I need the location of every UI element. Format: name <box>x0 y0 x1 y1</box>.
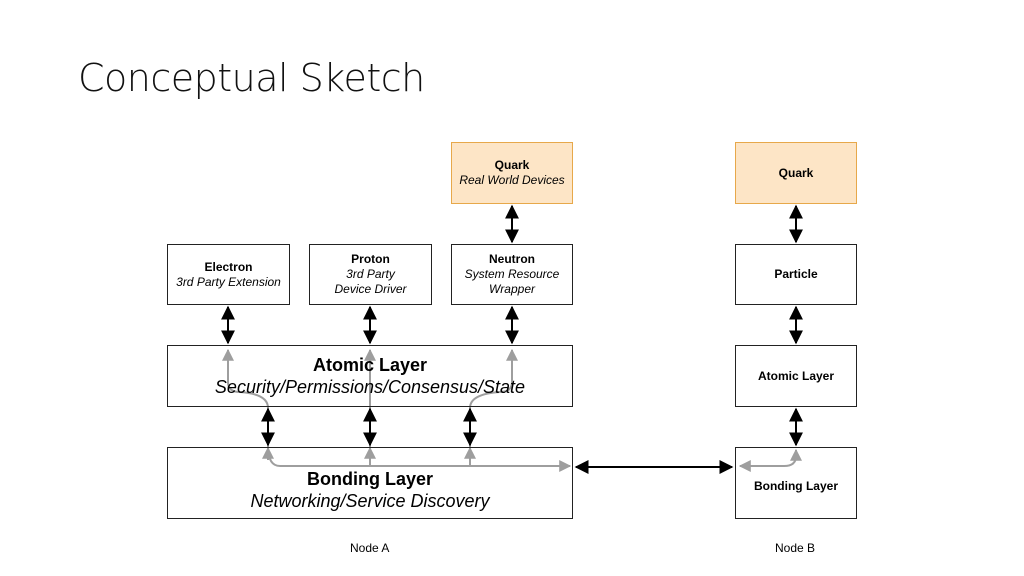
proton-subtitle-line1: 3rd Party <box>346 267 395 281</box>
bonding-layer-title: Bonding Layer <box>306 469 433 489</box>
quark-subtitle: Real World Devices <box>459 173 565 187</box>
particle-box: Particle <box>735 244 857 305</box>
gray-routing-node-b <box>738 448 802 472</box>
quark-box-node-a: Quark Real World Devices <box>451 142 573 204</box>
bonding-layer-box-node-a: Bonding Layer Networking/Service Discove… <box>167 447 573 519</box>
quark-title: Quark <box>494 158 530 172</box>
particle-title: Particle <box>774 267 818 281</box>
atomic-layer-subtitle: Security/Permissions/Consensus/State <box>214 377 526 397</box>
slide-title: Conceptual Sketch <box>78 56 425 100</box>
node-b-label: Node B <box>775 541 816 555</box>
atomic-layer-box-node-b: Atomic Layer <box>735 345 857 407</box>
bonding-layer-subtitle: Networking/Service Discovery <box>250 491 490 511</box>
node-a-label: Node A <box>350 541 390 555</box>
dark-arrows <box>221 204 803 474</box>
electron-title: Electron <box>204 259 253 274</box>
atomic-layer-title: Atomic Layer <box>312 355 428 375</box>
neutron-subtitle-line2: Wrapper <box>488 282 535 296</box>
proton-box: Proton 3rd Party Device Driver <box>309 244 432 305</box>
bonding-layer-box-node-b: Bonding Layer <box>735 447 857 519</box>
neutron-subtitle-line1: System Resource <box>464 267 560 281</box>
atomic-layer-box-node-a: Atomic Layer Security/Permissions/Consen… <box>167 345 573 407</box>
electron-subtitle: 3rd Party Extension <box>176 274 281 289</box>
neutron-box: Neutron System Resource Wrapper <box>451 244 573 305</box>
bonding-layer-title: Bonding Layer <box>753 478 838 493</box>
quark-title: Quark <box>778 165 814 180</box>
proton-subtitle-line2: Device Driver <box>334 282 407 296</box>
atomic-layer-title: Atomic Layer <box>757 368 835 383</box>
electron-box: Electron 3rd Party Extension <box>167 244 290 305</box>
proton-title: Proton <box>351 252 390 266</box>
quark-box-node-b: Quark <box>735 142 857 204</box>
neutron-title: Neutron <box>489 252 535 266</box>
